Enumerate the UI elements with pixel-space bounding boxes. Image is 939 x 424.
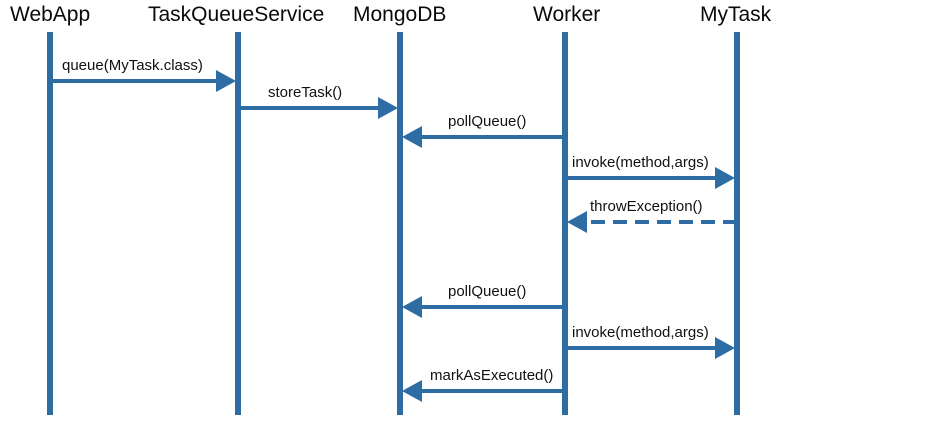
message-label-m8: markAsExecuted() [430, 367, 553, 384]
participant-label-mytask: MyTask [700, 3, 772, 26]
participant-label-group: WebApp TaskQueueService MongoDB Worker MyTas… [10, 3, 772, 26]
message-m1: queue(MyTask.class) [50, 57, 236, 92]
message-m5: throwException() [567, 198, 737, 233]
lifeline-group [47, 32, 740, 415]
message-label-m3: pollQueue() [448, 113, 526, 130]
arrowhead-m7 [715, 337, 735, 359]
message-label-m5: throwException() [590, 198, 703, 215]
participant-label-mongodb: MongoDB [353, 3, 446, 26]
message-label-m2: storeTask() [268, 84, 342, 101]
message-m2: storeTask() [238, 84, 398, 119]
arrowhead-m6 [402, 296, 422, 318]
participant-label-webapp: WebApp [10, 3, 90, 26]
message-m4: invoke(method,args) [565, 154, 735, 189]
arrowhead-m4 [715, 167, 735, 189]
participant-label-worker: Worker [533, 3, 600, 26]
arrowhead-m1 [216, 70, 236, 92]
message-m7: invoke(method,args) [565, 324, 735, 359]
message-group: queue(MyTask.class) storeTask() pollQueue(… [50, 57, 737, 402]
arrowhead-m5 [567, 211, 587, 233]
message-label-m6: pollQueue() [448, 283, 526, 300]
message-m3: pollQueue() [402, 113, 565, 148]
arrowhead-m8 [402, 380, 422, 402]
participant-label-taskqueue: TaskQueueService [148, 3, 324, 26]
message-label-m7: invoke(method,args) [572, 324, 709, 341]
message-label-m4: invoke(method,args) [572, 154, 709, 171]
arrowhead-m2 [378, 97, 398, 119]
message-label-m1: queue(MyTask.class) [62, 57, 203, 74]
arrowhead-m3 [402, 126, 422, 148]
message-m8: markAsExecuted() [402, 367, 565, 402]
message-m6: pollQueue() [402, 283, 565, 318]
